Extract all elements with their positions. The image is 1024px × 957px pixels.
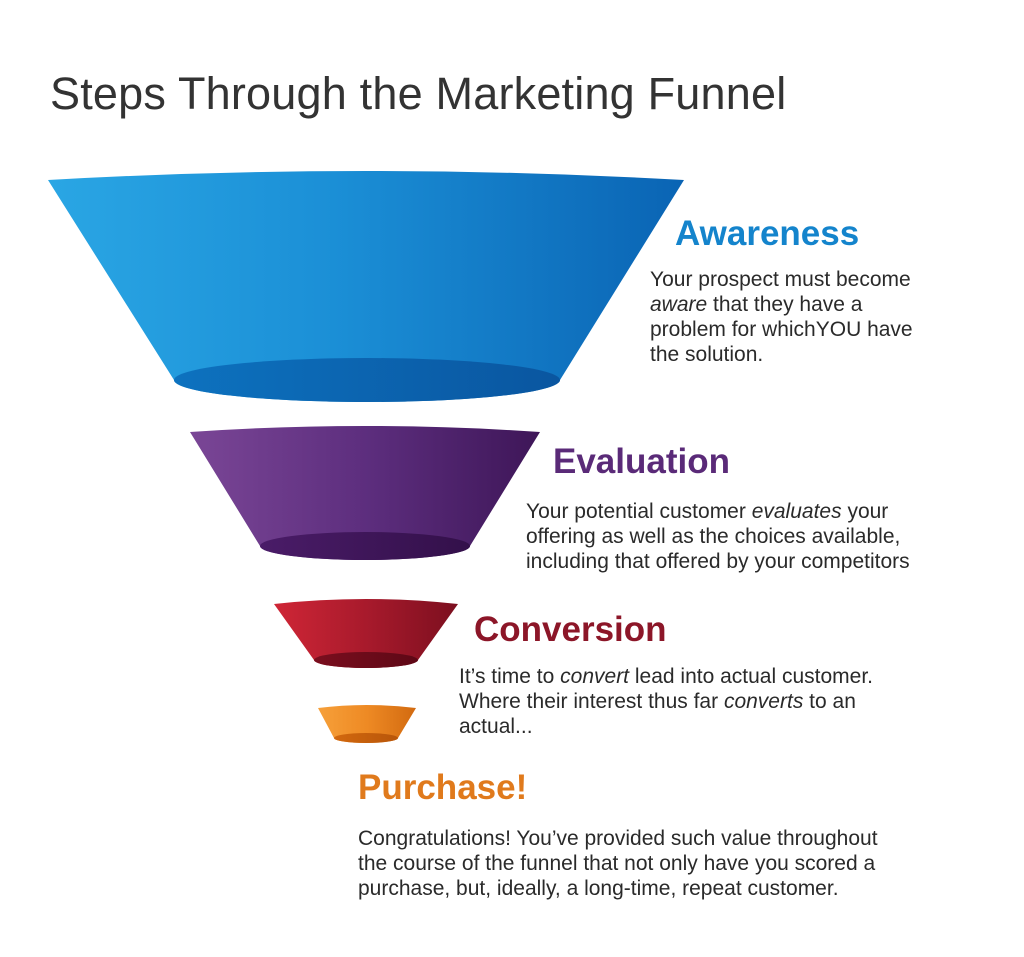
description-line: purchase, but, ideally, a long-time, rep… bbox=[358, 877, 839, 900]
description-line: Your prospect must become bbox=[650, 268, 911, 291]
stage-title-evaluation: Evaluation bbox=[553, 442, 730, 481]
description-line: It’s time to convert lead into actual cu… bbox=[459, 665, 874, 688]
description-line: the solution. bbox=[650, 343, 764, 366]
emphasis-text: aware bbox=[650, 293, 708, 316]
funnel-segment-awareness bbox=[48, 171, 684, 402]
description-line: aware that they have a bbox=[650, 293, 863, 316]
emphasis-text: converts bbox=[723, 690, 804, 713]
stage-title-purchase: Purchase! bbox=[358, 768, 528, 807]
emphasis-text: evaluates bbox=[751, 500, 842, 523]
stage-title-conversion: Conversion bbox=[474, 610, 667, 649]
description-line: offering as well as the choices availabl… bbox=[526, 525, 901, 548]
stage-description-purchase: Congratulations! You’ve provided such va… bbox=[358, 826, 878, 901]
description-line: including that offered by your competito… bbox=[526, 550, 910, 573]
page-title: Steps Through the Marketing Funnel bbox=[50, 68, 787, 120]
stage-title-awareness: Awareness bbox=[675, 214, 860, 253]
emphasis-text: convert bbox=[560, 665, 630, 688]
funnel-segment-conversion bbox=[274, 599, 458, 668]
description-line: the course of the funnel that not only h… bbox=[358, 852, 876, 875]
description-line: actual... bbox=[459, 715, 533, 738]
stage-description-conversion: It’s time to convert lead into actual cu… bbox=[459, 664, 873, 739]
description-line: problem for whichYOU have bbox=[650, 318, 913, 341]
description-line: Where their interest thus far converts t… bbox=[459, 690, 856, 713]
description-line: Congratulations! You’ve provided such va… bbox=[358, 827, 878, 850]
funnel-segment-purchase bbox=[318, 705, 416, 743]
description-line: Your potential customer evaluates your bbox=[526, 500, 889, 523]
funnel-segment-evaluation bbox=[190, 426, 540, 560]
